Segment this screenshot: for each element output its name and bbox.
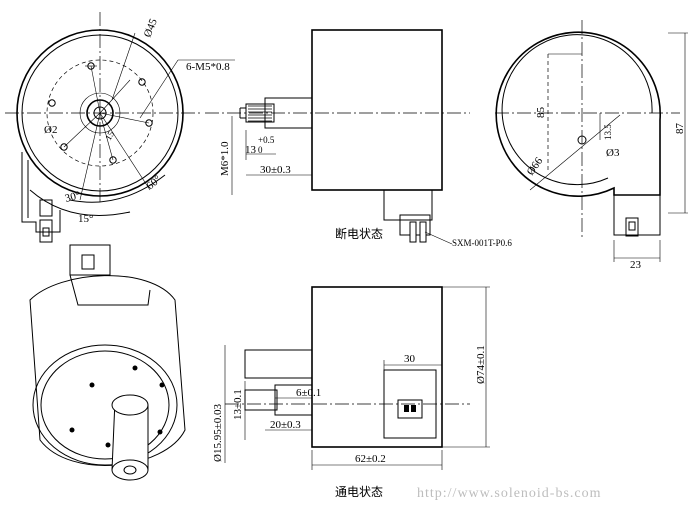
right-len-23: 23: [630, 259, 642, 271]
off-length-30: 30±0.3: [260, 164, 291, 176]
mounting-hole: [145, 119, 153, 127]
front-angle-15: 15°: [78, 213, 93, 225]
right-len-13-5: 13.5: [603, 124, 613, 140]
caption-on-state: 通电状态: [335, 485, 383, 499]
right-dia-66: Ø66: [525, 155, 546, 178]
front-angle-60: 60°: [144, 173, 164, 192]
side-view-on: 30 6±0.1 13±0.1 20±0.3 Ø15.95±0.03 Ø74±0…: [212, 286, 490, 499]
on-len-30: 30: [404, 353, 416, 365]
off-shaft-len-tol-lo: 0: [258, 145, 263, 155]
front-angle-30: 30°: [64, 189, 82, 205]
right-view: Ø66 85 13.5 Ø3 87 23: [495, 20, 688, 271]
right-len-87: 87: [674, 123, 686, 135]
caption-off-state: 断电状态: [335, 226, 383, 241]
on-len-62: 62±0.2: [355, 453, 386, 465]
on-shaft-6: 6±0.1: [296, 387, 321, 399]
on-shaft-20: 20±0.3: [270, 419, 301, 431]
mounting-hole: [109, 156, 117, 164]
off-shaft-len: 13: [245, 144, 257, 156]
isometric-view: [29, 244, 186, 481]
off-shaft-tolerance: +0.5: [258, 135, 275, 145]
right-len-85: 85: [535, 107, 547, 119]
front-holes-label: 6-M5*0.8: [186, 61, 230, 73]
front-view: Ø45 6-M5*0.8 Ø2 15 30° 60° 15°: [5, 12, 235, 243]
front-dia-2: Ø2: [44, 124, 57, 136]
on-shaft-13: 13±0.1: [232, 389, 244, 420]
mounting-hole: [48, 99, 56, 107]
mounting-hole: [138, 78, 146, 86]
watermark-url: http://www.solenoid-bs.com: [417, 486, 602, 501]
front-dia-45: Ø45: [142, 17, 160, 40]
off-thread-label: M6*1.0: [219, 141, 231, 176]
right-dia-3: Ø3: [606, 147, 620, 159]
off-part-number: SXM-001T-P0.6: [452, 238, 512, 248]
on-dia-74: Ø74±0.1: [475, 345, 487, 384]
side-view-off: M6*1.0 +0.5 13 0 30±0.3 SXM-001T-P0.6 断电…: [205, 29, 512, 248]
on-dia-15-95: Ø15.95±0.03: [212, 404, 224, 462]
mounting-hole: [60, 143, 68, 151]
